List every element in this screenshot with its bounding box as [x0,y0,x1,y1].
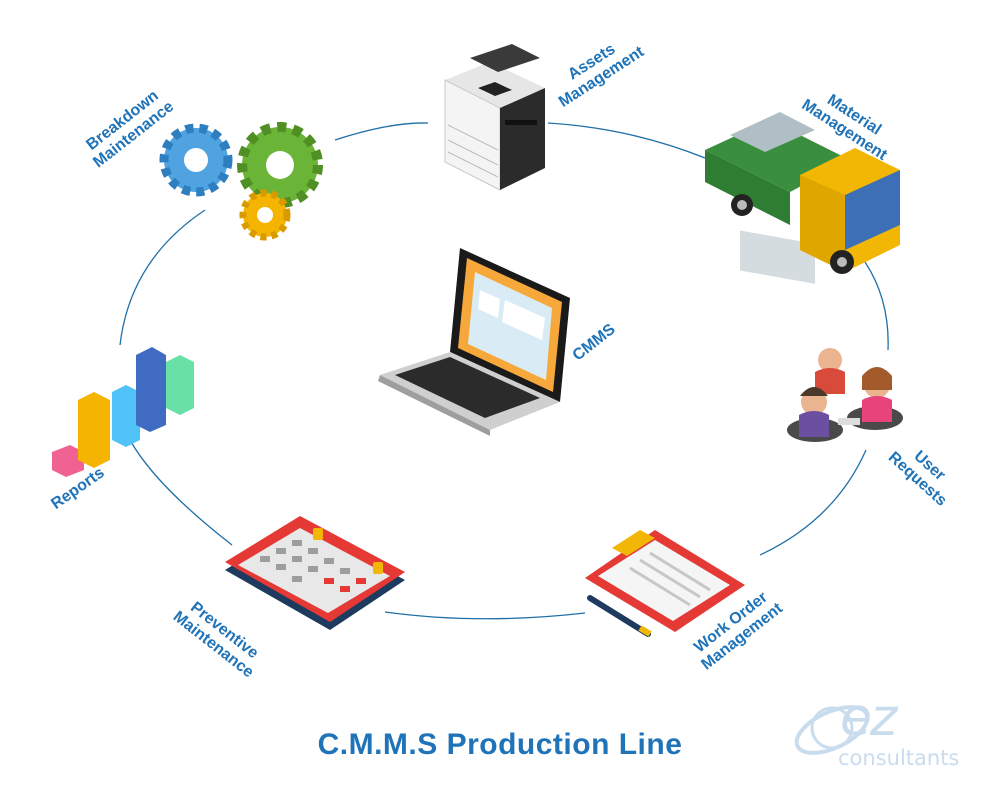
users-icon [787,348,903,442]
gears-icon [159,122,323,241]
brand-logo [794,705,870,755]
calendar-icon [225,516,405,630]
connector-ring [119,122,889,620]
truck-icon [705,112,900,284]
laptop-icon [378,248,570,436]
printer-icon [444,44,545,191]
bar-chart-icon [52,347,194,477]
brand-mark: ez [840,688,897,748]
clipboard-icon [585,530,745,637]
page-title: C.M.M.S Production Line [317,728,683,761]
brand-name: consultants [838,746,960,770]
